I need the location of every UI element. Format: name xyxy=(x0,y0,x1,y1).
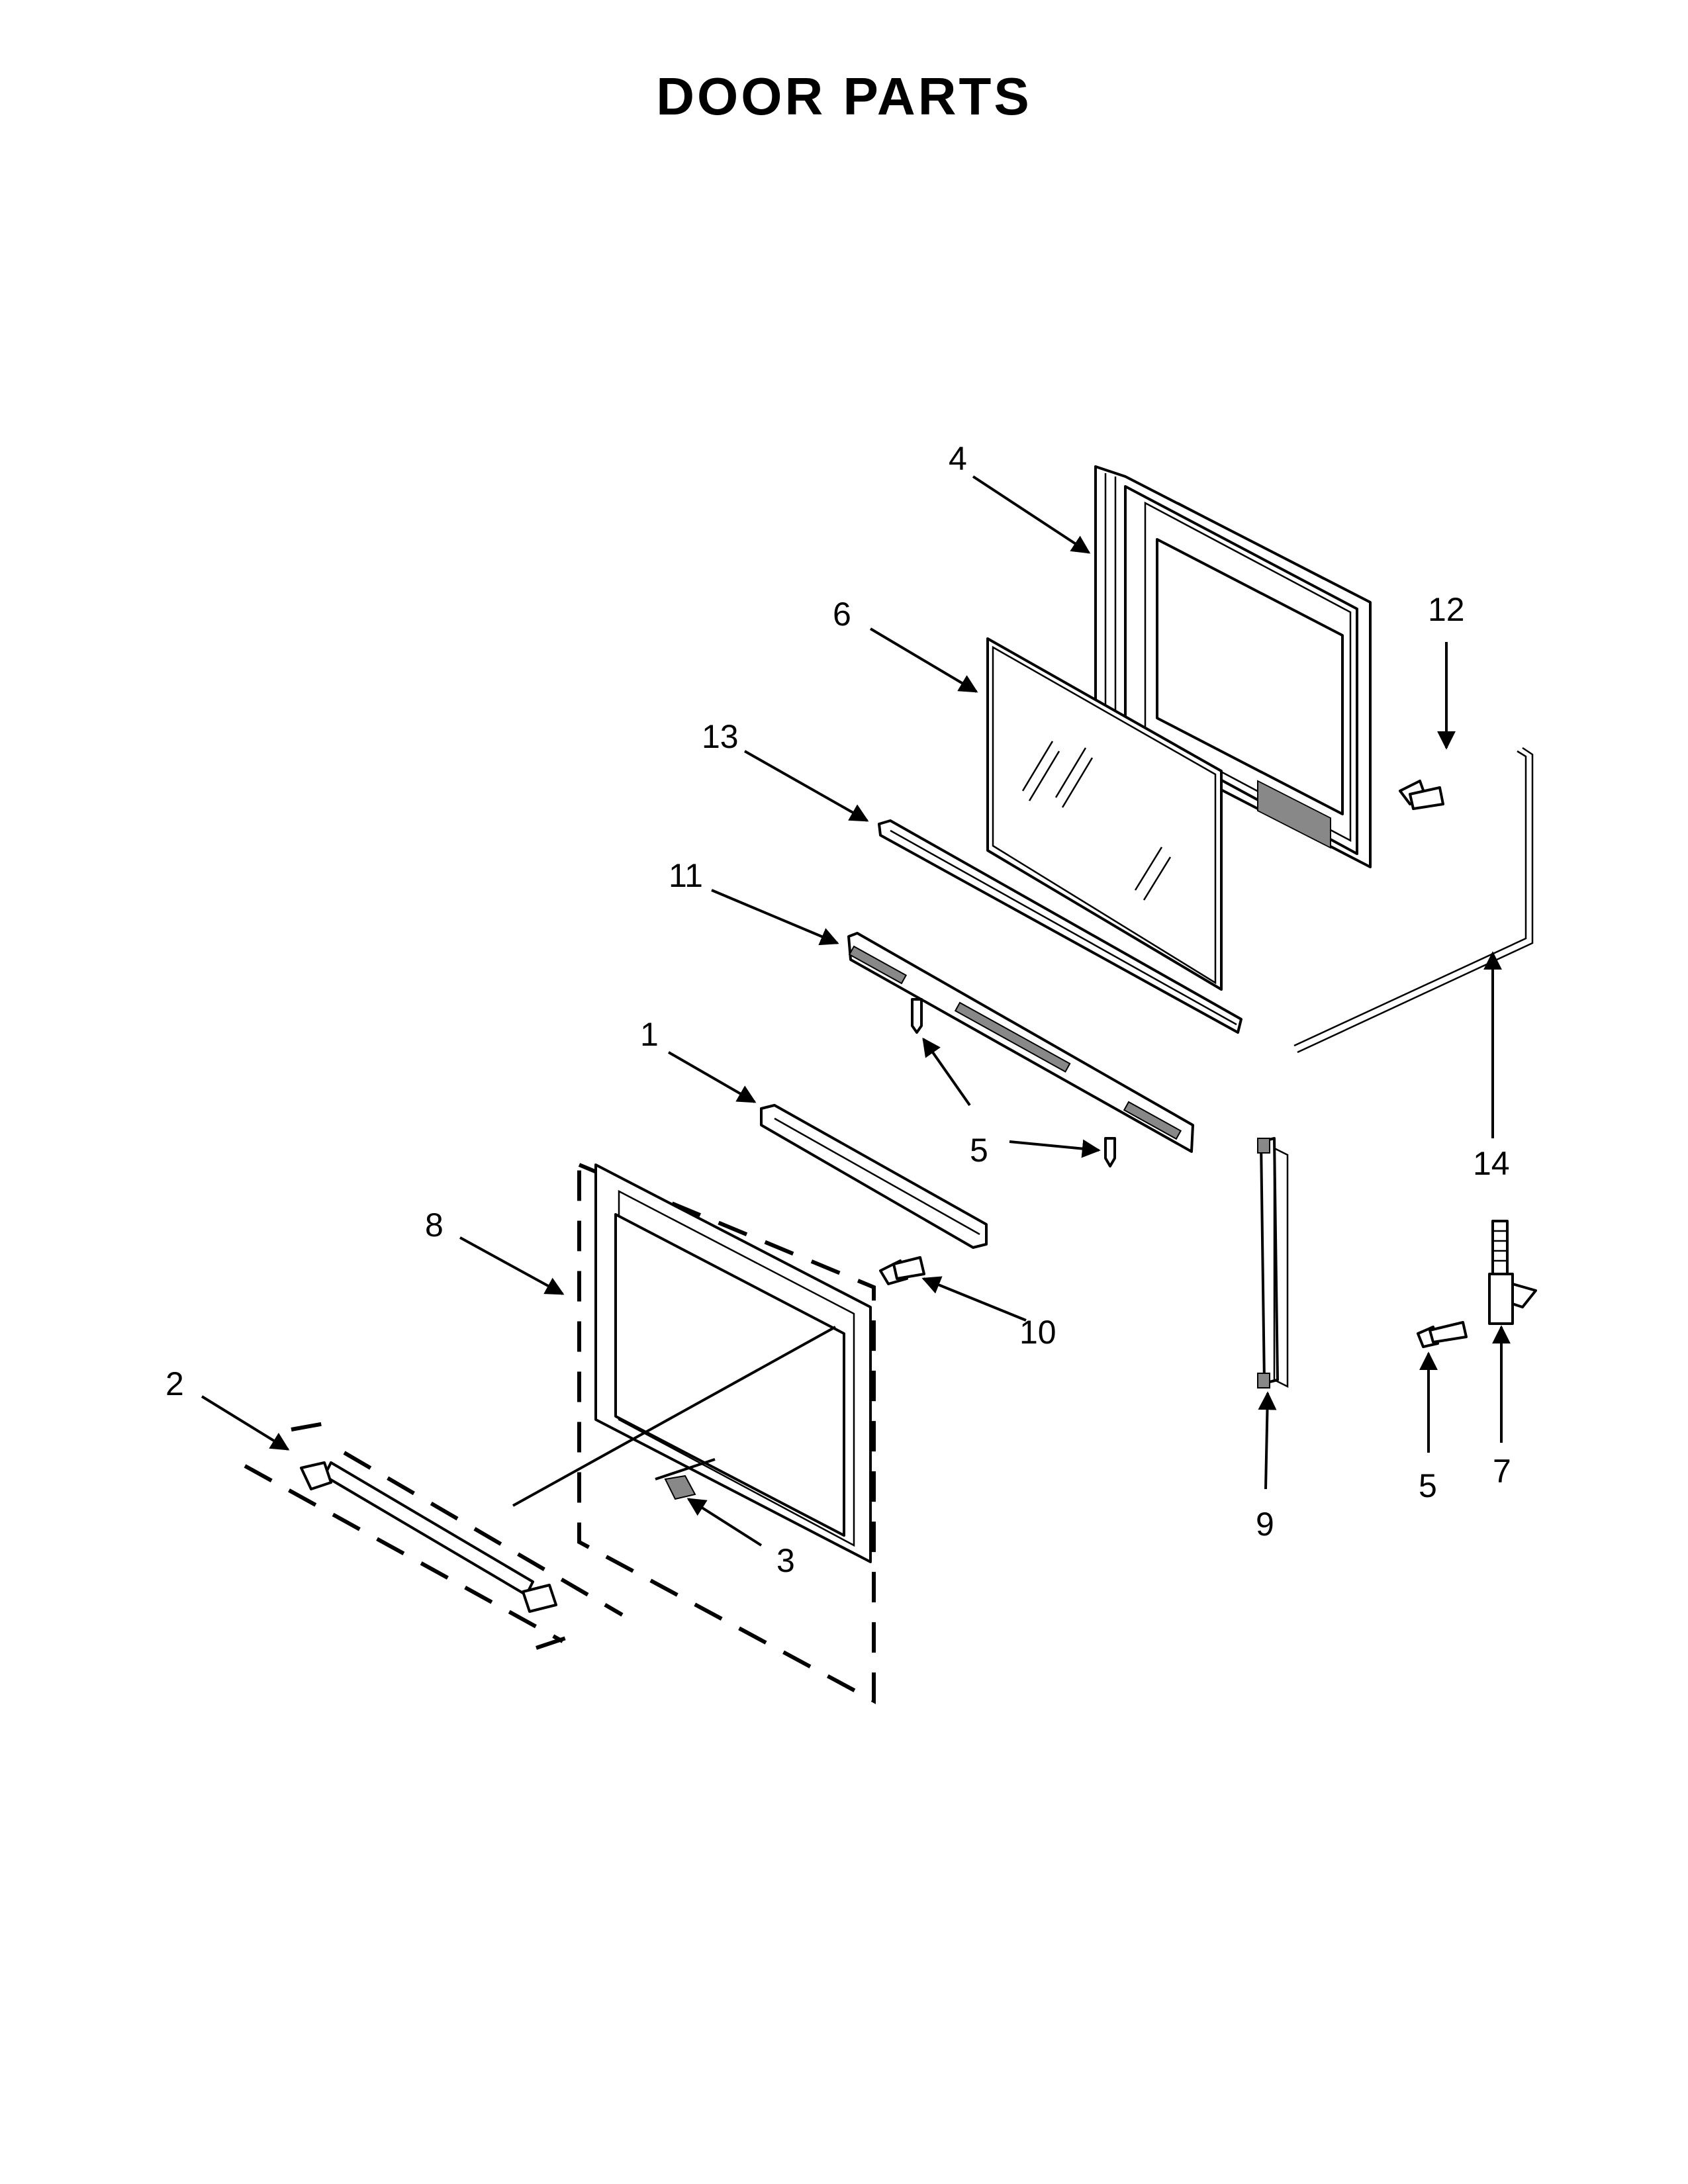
outer-door-panel xyxy=(577,1163,876,1705)
screw-5-upper-right xyxy=(1104,1137,1116,1167)
door-hinge xyxy=(1488,1220,1537,1325)
inner-door-panel xyxy=(1094,465,1372,868)
callout-1: 1 xyxy=(640,1016,659,1053)
screw-12 xyxy=(1399,780,1444,810)
screw-5-upper-left xyxy=(911,998,923,1034)
callout-3: 3 xyxy=(776,1542,795,1579)
callout-9: 9 xyxy=(1256,1506,1274,1543)
callout-8: 8 xyxy=(425,1206,444,1244)
door-trim xyxy=(760,1104,988,1249)
door-badge xyxy=(664,1475,696,1500)
door-gasket xyxy=(1293,747,1534,1054)
window-glass xyxy=(986,637,1223,991)
page-title: DOOR PARTS xyxy=(656,67,1032,126)
callout-13: 13 xyxy=(702,718,739,755)
callout-5-hinge: 5 xyxy=(1419,1467,1437,1504)
callout-5-bracket: 5 xyxy=(970,1132,988,1169)
leader-lines xyxy=(201,475,1511,1547)
callout-7: 7 xyxy=(1493,1453,1511,1490)
alignment-line-lower xyxy=(655,1458,716,1480)
callout-14: 14 xyxy=(1473,1145,1510,1182)
callout-12: 12 xyxy=(1428,591,1465,628)
alignment-line-upper xyxy=(512,1326,836,1507)
callout-6: 6 xyxy=(833,596,851,633)
callout-10: 10 xyxy=(1019,1314,1056,1351)
door-handle xyxy=(244,1421,624,1650)
callout-11: 11 xyxy=(669,857,703,894)
hinge-receiver xyxy=(1257,1137,1289,1388)
callout-2: 2 xyxy=(165,1365,184,1402)
screw-10 xyxy=(879,1256,925,1285)
screw-5-hinge xyxy=(1417,1321,1468,1348)
door-bracket xyxy=(847,932,1194,1153)
glass-channel xyxy=(878,819,1243,1034)
callout-4: 4 xyxy=(949,440,967,477)
